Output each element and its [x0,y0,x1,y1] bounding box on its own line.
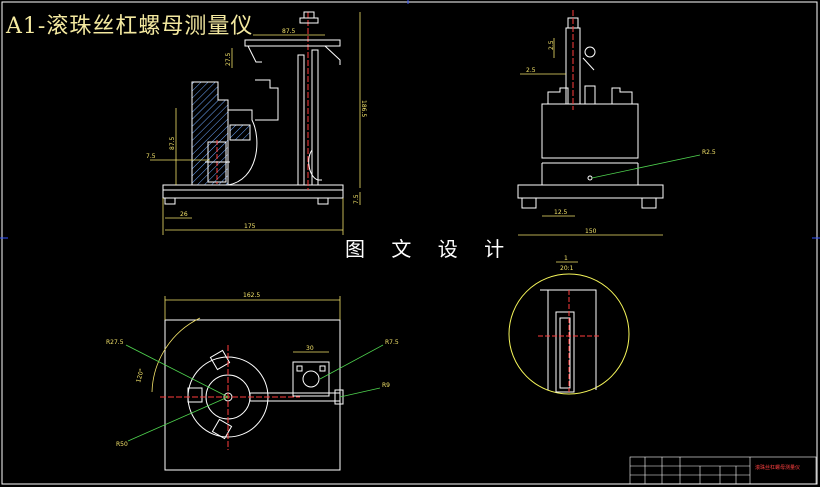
side-dial [584,46,596,58]
detail-circle [508,273,630,395]
dim-side-top-small: 2.5 [548,40,555,50]
front-nut-arc [227,109,258,186]
side-body [541,103,639,159]
drawing-title: A1-滚珠丝杠螺母测量仪 [6,14,254,39]
front-column [297,54,305,186]
top-gauge-block [292,361,330,397]
dim-side-overall-width: 150 [585,228,597,235]
dim-front-bottom-width: 175 [244,223,256,230]
top-probe-bar [249,392,341,402]
watermark-text: 图 文 设 计 [345,237,515,261]
dim-front-top-width: 87.5 [282,28,296,35]
front-foot-left [164,197,176,205]
dim-side-inner-width: 12.5 [554,209,568,216]
side-view: 2.5 2.5 R2.5 12.5 150 [517,10,716,236]
front-view: 87.5 186.5 27.5 87.5 7.5 26 175 7.5 [146,11,367,235]
dim-front-tool-height: 27.5 [225,52,232,66]
dim-front-left-small: 7.5 [146,153,156,160]
front-top-knob [299,17,319,24]
dim-side-left-small: 2.5 [526,67,536,74]
dim-top-r-small: R50 [116,441,128,448]
dim-top-block-width: 30 [306,345,314,352]
dim-top-width: 162.5 [243,292,260,299]
dim-top-r-lower: R9 [382,382,390,389]
dim-top-angle: 120° [135,368,146,384]
dim-front-height: 186.5 [360,100,367,117]
front-arm [244,39,341,47]
dim-top-r-right: R7.5 [385,339,399,346]
dim-front-base-right: 7.5 [353,194,360,204]
top-base-plate [164,319,341,471]
front-support-block [191,81,229,186]
dim-front-mid-height: 87.5 [169,136,176,150]
detail-scale-bottom: 20:1 [560,265,574,272]
top-view: 162.5 R27.5 120° R50 30 R7.5 R9 [106,292,399,471]
title-block-name: 滚珠丝杠螺母测量仪 [755,464,800,471]
dim-top-r-big: R27.5 [106,339,124,346]
front-foot-right [317,197,329,205]
dim-front-bottom-offset: 26 [180,211,188,218]
dim-side-radius: R2.5 [702,149,716,156]
detail-scale-top: 1 [564,255,568,262]
front-base-plate [162,184,344,199]
title-block [629,456,817,485]
side-base-plate [517,184,664,199]
detail-view: 1 20:1 [508,255,630,395]
front-probe [308,149,322,181]
